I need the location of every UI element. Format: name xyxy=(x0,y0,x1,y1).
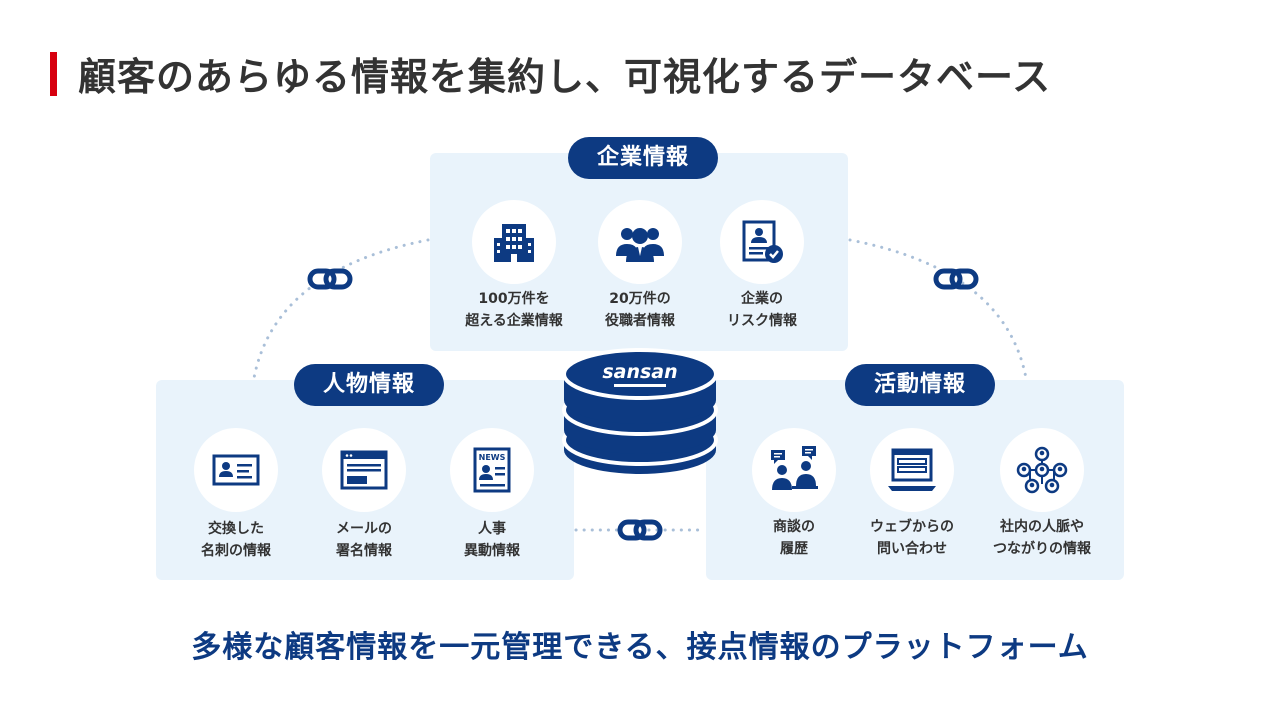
activity-item-3-label: 社内の人脈やつながりの情報 xyxy=(993,519,1091,557)
company-item-3-label: 企業のリスク情報 xyxy=(727,291,797,329)
logo-underline xyxy=(614,384,666,387)
activity-info-pill: 活動情報 xyxy=(845,364,995,406)
network-icon xyxy=(1000,428,1084,512)
web-form-icon xyxy=(870,428,954,512)
executives-icon xyxy=(598,200,682,284)
email-signature-icon xyxy=(322,428,406,512)
person-info-pill: 人物情報 xyxy=(294,364,444,406)
link-icon xyxy=(933,268,979,290)
link-icon xyxy=(307,268,353,290)
news-icon: NEWS xyxy=(450,428,534,512)
connector-company-person xyxy=(252,238,430,380)
page-title: 顧客のあらゆる情報を集約し、可視化するデータベース xyxy=(78,55,1052,99)
company-item-2-label: 20万件の役職者情報 xyxy=(605,291,675,329)
link-icon xyxy=(617,519,663,541)
svg-text:NEWS: NEWS xyxy=(479,453,506,462)
company-info-pill: 企業情報 xyxy=(568,137,718,179)
activity-item-2-label: ウェブからの問い合わせ xyxy=(870,519,954,557)
activity-item-1-label: 商談の履歴 xyxy=(773,519,815,557)
building-icon xyxy=(472,200,556,284)
person-item-1-label: 交換した名刺の情報 xyxy=(201,521,271,559)
person-item-3-label: 人事異動情報 xyxy=(464,521,520,559)
connector-company-activity xyxy=(848,238,1028,380)
title-accent-bar xyxy=(50,52,57,96)
company-item-1-label: 100万件を超える企業情報 xyxy=(465,291,563,329)
sansan-database-icon: sansan xyxy=(562,348,718,474)
business-card-icon xyxy=(194,428,278,512)
risk-document-icon xyxy=(720,200,804,284)
tagline: 多様な顧客情報を一元管理できる、接点情報のプラットフォーム xyxy=(191,630,1089,665)
sansan-logo-text: sansan xyxy=(602,361,677,383)
meeting-icon xyxy=(752,428,836,512)
person-item-2-label: メールの署名情報 xyxy=(336,521,392,559)
